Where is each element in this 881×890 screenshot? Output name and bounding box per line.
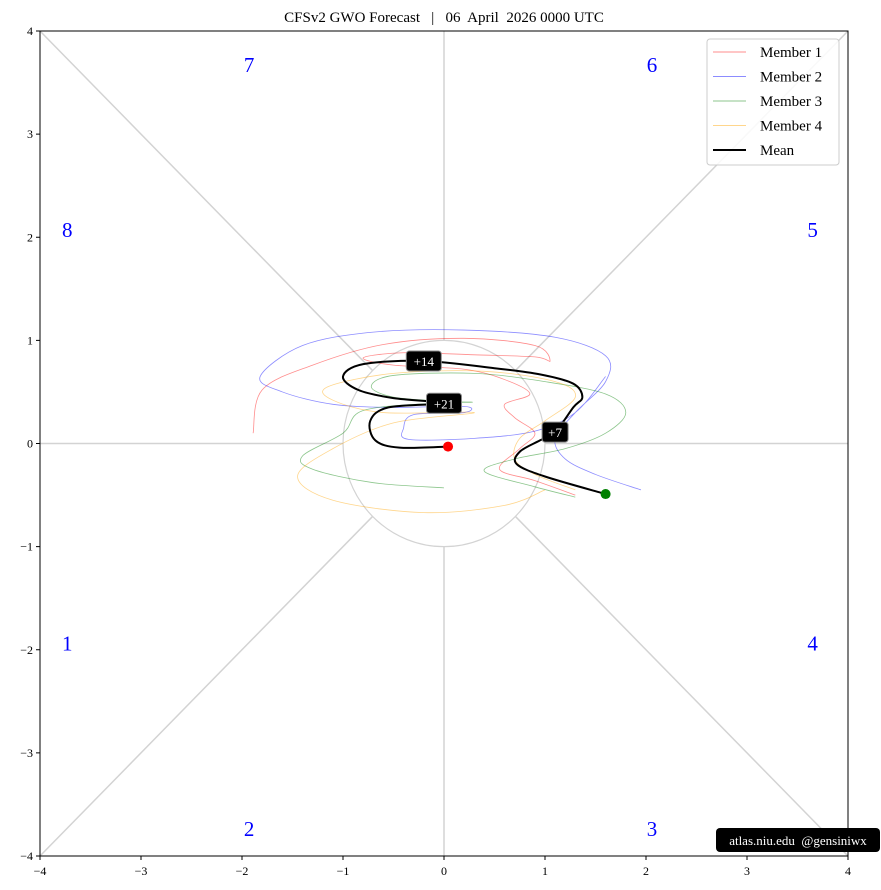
x-tick-label: −4 <box>34 864 47 878</box>
y-tick-label: 4 <box>27 24 33 38</box>
day-label-box <box>405 350 442 372</box>
x-tick-label: 3 <box>744 864 750 878</box>
legend-label: Member 3 <box>760 94 822 110</box>
x-tick-label: −3 <box>135 864 148 878</box>
start-marker <box>600 489 611 500</box>
legend-label: Member 2 <box>760 70 822 86</box>
x-tick-label: 2 <box>643 864 649 878</box>
series-line-member-4 <box>297 370 576 514</box>
phase-label-4: 4 <box>807 632 818 656</box>
y-tick-label: −1 <box>20 540 33 554</box>
day-label: +14 <box>414 354 435 369</box>
phase-label-5: 5 <box>807 218 818 242</box>
series-line-member-3 <box>299 372 627 498</box>
day-label-box <box>426 392 462 414</box>
phase-divider-line <box>514 515 849 857</box>
y-tick-label: −2 <box>20 643 33 657</box>
phase-label-8: 8 <box>62 218 73 242</box>
y-tick-label: −3 <box>20 746 33 760</box>
phase-label-6: 6 <box>647 53 658 77</box>
y-tick-label: 1 <box>27 333 33 347</box>
day-label-box <box>541 421 569 443</box>
x-tick-label: 4 <box>845 864 851 878</box>
y-tick-label: 3 <box>27 127 33 141</box>
legend-box <box>706 38 840 166</box>
legend-label: Mean <box>760 143 795 159</box>
x-tick-label: 0 <box>441 864 447 878</box>
day-label: +21 <box>434 396 454 411</box>
series-line-member-2 <box>259 329 642 491</box>
watermark-box <box>716 828 880 852</box>
phase-divider-line <box>39 515 374 857</box>
phase-label-3: 3 <box>647 817 658 841</box>
phase-label-1: 1 <box>62 632 73 656</box>
y-tick-label: 0 <box>27 437 33 451</box>
series-group <box>252 329 642 514</box>
phase-label-7: 7 <box>244 53 255 77</box>
phase-label-2: 2 <box>244 817 255 841</box>
watermark: atlas.niu.edu @gensiniwx <box>729 833 867 848</box>
x-tick-label: 1 <box>542 864 548 878</box>
chart-title: CFSv2 GWO Forecast | 06 April 2026 0000 … <box>284 10 604 26</box>
end-marker <box>443 441 454 452</box>
unit-circle <box>342 339 546 548</box>
series-line-member-1 <box>252 337 576 496</box>
x-tick-label: −1 <box>337 864 350 878</box>
legend-label: Member 4 <box>760 119 823 135</box>
x-tick-label: −2 <box>236 864 249 878</box>
y-tick-label: −4 <box>20 849 33 863</box>
phase-divider-line <box>39 30 374 372</box>
day-label: +7 <box>548 425 562 440</box>
y-tick-label: 2 <box>27 230 33 244</box>
series-line-mean <box>341 359 606 495</box>
legend-label: Member 1 <box>760 45 822 61</box>
